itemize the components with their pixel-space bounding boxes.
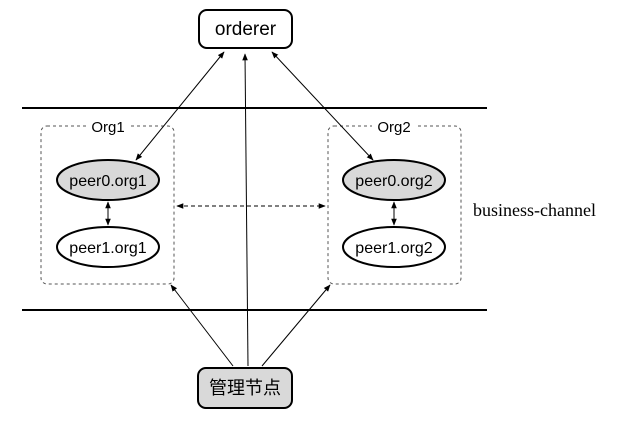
arrow-admin-org1: [170, 284, 234, 367]
peer0-org2-label: peer0.org2: [355, 173, 432, 190]
peer1-org2-label: peer1.org2: [355, 240, 432, 257]
peer1-org2-node: [342, 226, 446, 268]
channel-label: business-channel: [473, 200, 596, 220]
arrow-orderer-peer0-org1: [135, 51, 225, 161]
peer1-org1-node: [56, 226, 160, 268]
peer1-org1-label: peer1.org1: [69, 240, 146, 257]
org2-label: Org2: [377, 119, 410, 136]
peer0-org1-node: [56, 159, 160, 201]
orderer-label: orderer: [215, 19, 277, 40]
org1-label: Org1: [91, 119, 124, 136]
arrow-admin-orderer: [242, 53, 249, 367]
orderer-node: [198, 9, 293, 49]
arrow-orderer-peer0-org2: [271, 51, 374, 161]
peer0-org1-label: peer0.org1: [69, 173, 146, 190]
admin-label: 管理节点: [209, 378, 281, 398]
arrow-admin-org2: [261, 284, 331, 367]
peer0-org2-node: [342, 159, 446, 201]
admin-node: [197, 367, 293, 409]
